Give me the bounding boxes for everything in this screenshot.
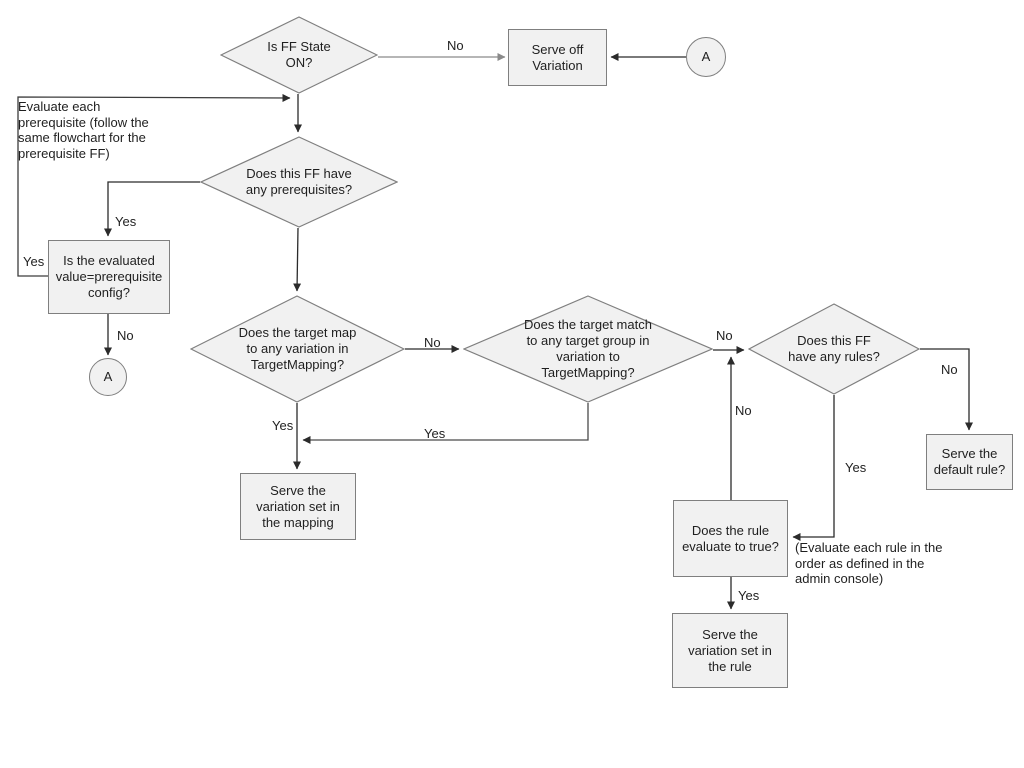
decision-has-rules: Does this FF have any rules? xyxy=(748,303,920,395)
note-prerequisite-loop: Evaluate each prerequisite (follow the s… xyxy=(18,99,149,161)
diamond-shape xyxy=(748,303,920,395)
process-rule-evaluates-true: Does the rule evaluate to true? xyxy=(673,500,788,577)
edge-rules-yes-to-ruleeval xyxy=(792,395,835,541)
node-label: Does the rule evaluate to true? xyxy=(682,522,779,554)
edge-label-rule-false-no: No xyxy=(735,403,752,418)
diamond-shape xyxy=(220,16,378,94)
node-label: Serve the variation set in the rule xyxy=(688,626,772,674)
node-label: Serve the variation set in the mapping xyxy=(256,482,340,530)
node-label: A xyxy=(103,369,113,384)
node-label: Does the target map to any variation in … xyxy=(238,325,357,372)
edge-prereq-no-to-map xyxy=(293,227,302,292)
node-label: A xyxy=(701,49,711,64)
edge-label-rules-yes: Yes xyxy=(845,460,867,475)
decision-is-ff-state-on: Is FF State ON? xyxy=(220,16,378,94)
edge-label-map-no: No xyxy=(424,335,441,350)
edge-match-yes-merge xyxy=(302,403,589,444)
edge-label-config-no: No xyxy=(117,328,134,343)
edge-config-yes-loop xyxy=(17,93,291,277)
decision-has-prerequisites: Does this FF have any prerequisites? xyxy=(200,136,398,228)
process-serve-mapping-variation: Serve the variation set in the mapping xyxy=(240,473,356,540)
edge-label-rules-no: No xyxy=(941,362,958,377)
node-label: Serve the default rule? xyxy=(933,446,1006,477)
node-label: Is FF State ON? xyxy=(267,39,331,70)
node-label: Serve off Variation xyxy=(531,41,584,73)
diamond-shape xyxy=(200,136,398,228)
note-rule-order: (Evaluate each rule in the order as defi… xyxy=(795,540,943,586)
process-serve-rule-variation: Serve the variation set in the rule xyxy=(672,613,788,688)
edge-label-map-yes: Yes xyxy=(272,418,294,433)
node-label: Does this FF have any rules? xyxy=(788,333,880,364)
edge-label-ff-state-no: No xyxy=(447,38,464,53)
decision-target-map-variation: Does the target map to any variation in … xyxy=(190,295,405,403)
connector-a-left: A xyxy=(89,358,127,396)
diamond-shape xyxy=(190,295,405,403)
edge-label-rule-true-yes: Yes xyxy=(738,588,760,603)
process-serve-default-rule: Serve the default rule? xyxy=(926,434,1013,490)
edge-label-prerequisites-yes: Yes xyxy=(115,214,137,229)
process-evaluated-value-eq-config: Is the evaluated value=prerequisite conf… xyxy=(48,240,170,314)
process-serve-off-variation: Serve off Variation xyxy=(508,29,607,86)
edge-label-match-group-no: No xyxy=(716,328,733,343)
node-label: Does this FF have any prerequisites? xyxy=(245,166,353,197)
decision-target-match-group: Does the target match to any target grou… xyxy=(463,295,713,403)
node-label: Is the evaluated value=prerequisite conf… xyxy=(55,253,163,300)
connector-a-top: A xyxy=(686,37,726,77)
node-label: Does the target match to any target grou… xyxy=(524,317,652,380)
edge-label-config-loop-yes: Yes xyxy=(23,254,45,269)
edge-prereq-yes-to-config xyxy=(104,181,200,237)
edge-rules-no-to-default xyxy=(920,348,973,431)
diamond-shape xyxy=(463,295,713,403)
edge-label-match-group-yes: Yes xyxy=(424,426,446,441)
